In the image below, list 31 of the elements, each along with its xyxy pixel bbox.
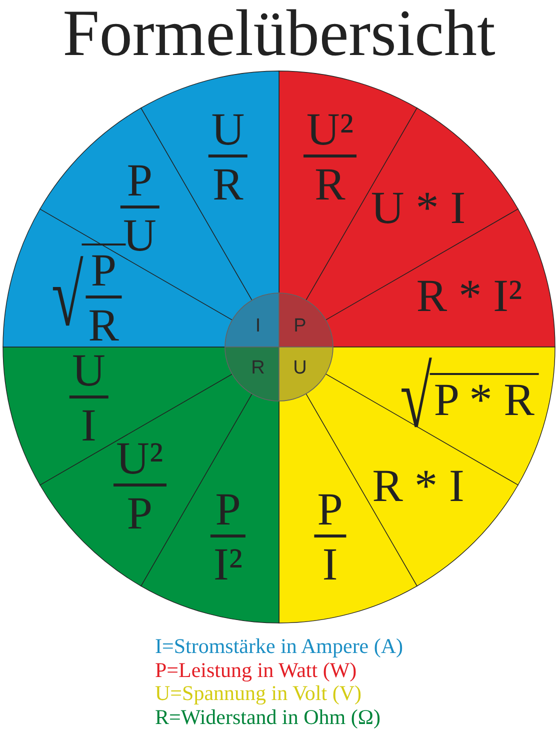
numerator: U: [71, 347, 106, 394]
denominator: R: [314, 161, 346, 208]
radical-sign: √: [51, 252, 84, 340]
legend-entry: P=Leistung in Watt (W): [155, 660, 357, 680]
formula: R * I²: [416, 273, 522, 319]
denominator: R: [212, 161, 244, 208]
numerator: U²: [305, 106, 354, 152]
denominator: R: [87, 302, 120, 348]
numerator: U²: [115, 436, 164, 482]
denominator: U: [122, 212, 158, 258]
quadrant-letter: U: [293, 358, 307, 378]
numerator: P: [90, 248, 118, 294]
denominator: I: [80, 402, 98, 448]
quadrant-letter: R: [251, 358, 265, 378]
radicand-text: P * R: [434, 376, 534, 423]
quadrant-letter: I: [255, 316, 261, 336]
numerator: U: [210, 106, 246, 152]
legend-entry: I=Stromstärke in Ampere (A): [155, 636, 404, 657]
denominator: P: [126, 490, 154, 537]
numerator: P: [214, 486, 242, 533]
denominator: I: [321, 542, 339, 588]
title: Formelübersicht: [62, 0, 496, 72]
legend-entry: R=Widerstand in Ohm (Ω): [155, 706, 380, 728]
numerator: P: [126, 157, 154, 204]
formula: U * I: [371, 184, 466, 231]
formula: R * I: [372, 463, 464, 510]
quadrant-letter: P: [294, 316, 306, 336]
denominator: I²: [212, 542, 244, 588]
legend-entry: U=Spannung in Volt (V): [155, 683, 362, 704]
radical-sign: √: [400, 354, 432, 442]
numerator: P: [316, 486, 344, 533]
